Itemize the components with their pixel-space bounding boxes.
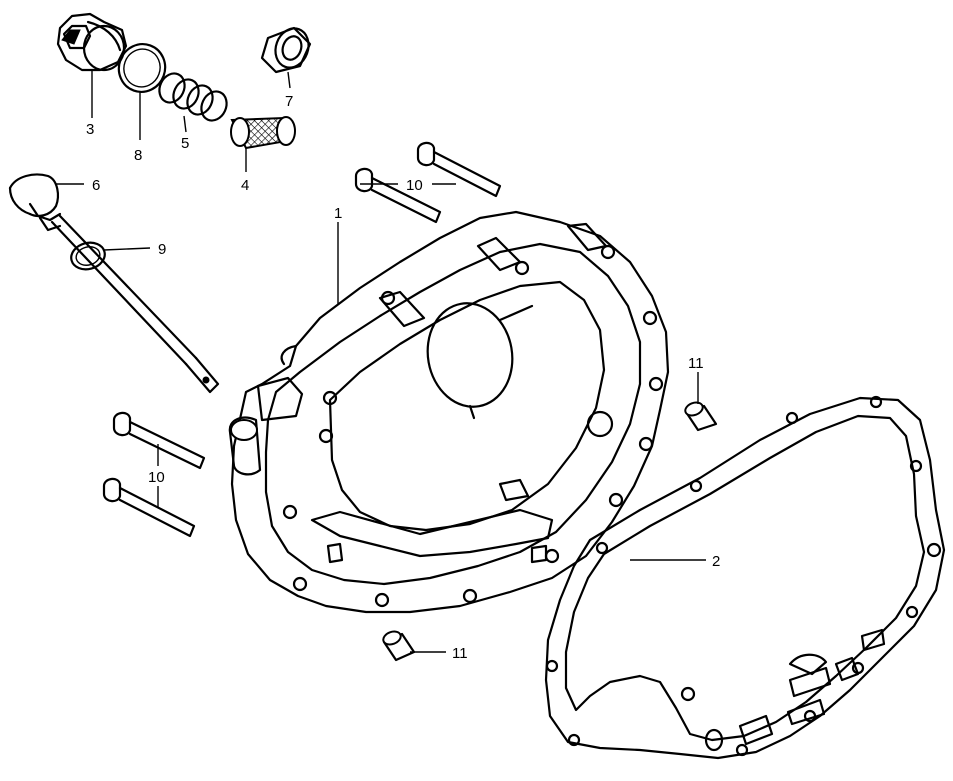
dowel-pin-lower-part [382,630,416,662]
callout-6: 6 [92,177,100,194]
callout-1: 1 [334,205,342,222]
callout-2: 2 [712,553,720,570]
callout-labels: 3 8 5 4 7 6 9 1 10 10 11 11 2 [86,93,720,662]
bolt-top-2-part [416,141,502,198]
callout-4: 4 [241,177,249,194]
bolt-left-1-part [112,411,206,470]
dowel-pin-upper-part [684,401,718,432]
o-ring-8-part [117,43,167,93]
bolt-top-1-part [354,167,442,224]
callout-7: 7 [285,93,293,110]
callout-11-upper: 11 [688,355,704,372]
callout-8: 8 [134,147,142,164]
oil-seal-part [260,26,312,74]
bolt-left-2-part [102,477,196,538]
callout-10-left: 10 [148,469,165,486]
o-ring-9-part [70,241,106,271]
callout-11-lower: 11 [452,645,468,662]
screen-filter-part [230,116,296,150]
crankcase-cover-part [228,210,670,614]
callout-10-top: 10 [406,177,423,194]
gasket-part [544,395,946,760]
callout-9: 9 [158,241,166,258]
callout-5: 5 [181,135,189,152]
dipstick-part [8,173,220,394]
filter-cap-part [56,12,128,72]
callout-3: 3 [86,121,94,138]
leader-lines [56,70,706,653]
spring-part [158,72,228,122]
